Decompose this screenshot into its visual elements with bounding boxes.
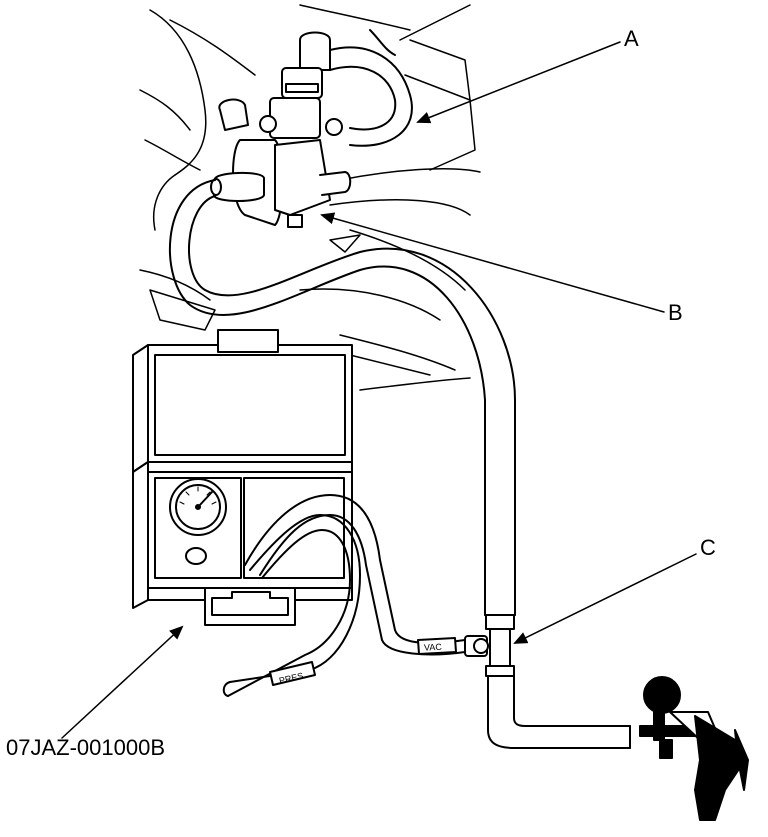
engine-background	[139, 4, 481, 391]
leader-b	[320, 212, 665, 313]
callout-a: A	[624, 26, 639, 51]
leader-a	[416, 41, 621, 124]
tester-hoses	[222, 494, 466, 697]
solenoid-valve	[210, 31, 352, 228]
pres-hose-label	[269, 661, 316, 686]
tool-number-label: 07JAZ-001000B	[6, 735, 165, 760]
vacuum-pressure-tester-case	[132, 329, 353, 626]
callout-b: B	[668, 300, 683, 325]
vac-hose-label	[417, 637, 457, 655]
pump-hose	[487, 675, 631, 749]
callout-c: C	[700, 535, 716, 560]
tee-fitting	[464, 614, 515, 677]
vac-label-text: VAC	[424, 642, 443, 653]
hand-vacuum-pump	[639, 676, 749, 821]
upper-hose	[329, 29, 413, 147]
leader-lines	[61, 41, 697, 739]
leader-tool	[61, 625, 184, 739]
leader-c	[513, 553, 697, 644]
